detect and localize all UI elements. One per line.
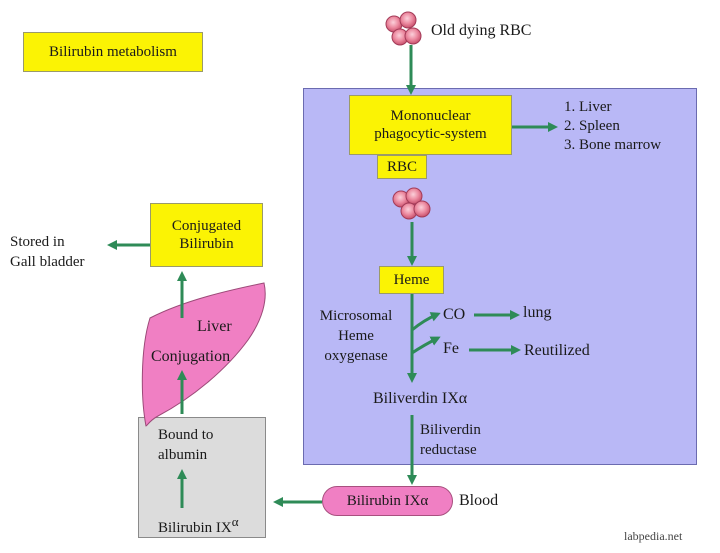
organ-list: 1. Liver 2. Spleen 3. Bone marrow (564, 98, 661, 155)
rbc-label: RBC (386, 159, 417, 175)
reductase-line-2: reductase (420, 442, 477, 458)
organ-liver: 1. Liver (564, 99, 612, 115)
page-title-text: Bilirubin metabolism (49, 44, 177, 60)
old-rbc-cells-icon (385, 11, 422, 46)
bilirubin-blood-pill: Bilirubin IXα (322, 486, 453, 516)
liver-shape (141, 282, 266, 427)
stored-line-2: Gall bladder (10, 254, 85, 270)
arrow-fe-curl (411, 336, 441, 355)
heme-label: Heme (393, 272, 430, 288)
bound-albumin-label: Bound to albumin (158, 425, 213, 465)
conjugation-label: Conjugation (151, 348, 231, 365)
albumin-panel (138, 417, 266, 538)
mps-label: Mononuclear phagocytic-system (374, 108, 487, 142)
heme-box: Heme (379, 266, 444, 294)
organ-bone-marrow: 3. Bone marrow (564, 137, 662, 153)
conjugated-line-1: Conjugated (171, 218, 242, 234)
albumin-bilirubin-label: Bilirubin IXα (158, 513, 239, 537)
stored-line-1: Stored in (10, 234, 65, 250)
mps-box: Mononuclear phagocytic-system (349, 95, 512, 155)
lung-label: lung (523, 304, 552, 321)
page-title: Bilirubin metabolism (23, 32, 203, 72)
rbc-box: RBC (377, 155, 427, 179)
heme-oxygenase-label: Microsomal Heme oxygenase (313, 306, 399, 366)
bilirubin-blood-label: Bilirubin IXα (346, 492, 429, 509)
bound-line-2: albumin (158, 447, 208, 463)
enzyme-line-3: oxygenase (324, 348, 388, 364)
watermark: labpedia.net (624, 529, 683, 543)
old-rbc-label: Old dying RBC (431, 22, 532, 39)
biliverdin-label: Biliverdin IXα (373, 390, 468, 407)
albumin-bilirubin-text: Bilirubin IX (158, 520, 232, 536)
fe-label: Fe (443, 340, 459, 357)
liver-label: Liver (197, 318, 232, 335)
enzyme-line-2: Heme (338, 328, 374, 344)
albumin-bilirubin-sup: α (231, 514, 239, 529)
conjugated-line-2: Bilirubin (179, 236, 234, 252)
conjugated-bilirubin-box: Conjugated Bilirubin (150, 203, 263, 267)
stored-label: Stored in Gall bladder (10, 232, 85, 272)
biliverdin-reductase-label: Biliverdin reductase (420, 420, 481, 460)
enzyme-line-1: Microsomal (319, 308, 393, 324)
co-label: CO (443, 306, 466, 323)
rbc-cells-icon (392, 187, 431, 220)
blood-label: Blood (459, 492, 499, 509)
arrow-co-curl (411, 312, 441, 332)
reutilized-label: Reutilized (524, 342, 590, 359)
bound-line-1: Bound to (158, 427, 214, 443)
organ-spleen: 2. Spleen (564, 118, 620, 134)
reductase-line-1: Biliverdin (420, 422, 481, 438)
